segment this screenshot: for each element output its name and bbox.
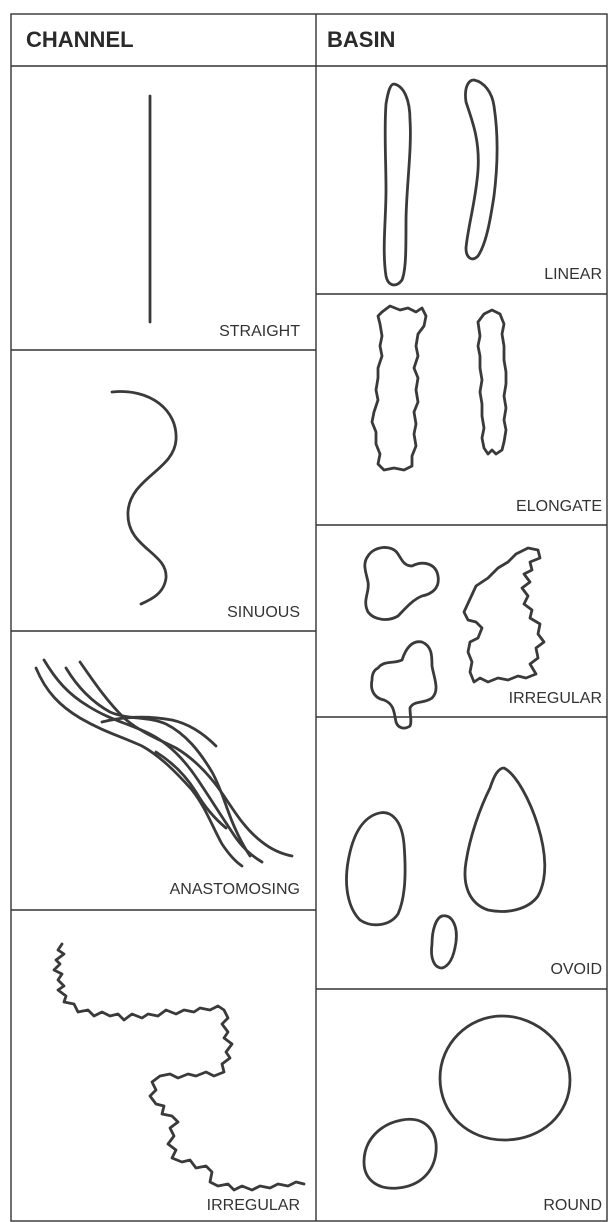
channel-irregular-panel: IRREGULAR [54, 944, 304, 1214]
channel-irregular-label: IRREGULAR [207, 1197, 300, 1214]
channel-anastomosing-panel: ANASTOMOSING [36, 660, 300, 898]
basin-irregular-panel: IRREGULAR [365, 547, 602, 728]
channel-straight-panel: STRAIGHT [150, 96, 300, 340]
basin-irregular-label: IRREGULAR [509, 690, 602, 707]
table-grid [11, 14, 607, 1221]
channel-sinuous-label: SINUOUS [227, 604, 300, 621]
anastomosing-strand-1 [36, 668, 242, 866]
basin-linear-panel: LINEAR [384, 80, 602, 285]
ovoid-basin-shape-1 [347, 813, 406, 925]
linear-basin-shape-2 [465, 80, 497, 259]
elongate-basin-shape-1 [372, 306, 426, 470]
elongate-basin-shape-2 [478, 310, 506, 454]
channel-anastomosing-label: ANASTOMOSING [170, 881, 300, 898]
anastomosing-strand-4 [66, 668, 250, 856]
ovoid-basin-shape-2 [465, 768, 545, 911]
irregular-basin-shape-3 [372, 642, 437, 728]
channel-straight-label: STRAIGHT [219, 323, 300, 340]
irregular-basin-shape-2 [464, 548, 544, 682]
irregular-basin-shape-1 [365, 547, 438, 619]
channel-sinuous-panel: SINUOUS [112, 392, 300, 621]
channel-header: CHANNEL [26, 27, 134, 52]
anastomosing-strand-3 [80, 662, 292, 856]
basin-round-label: ROUND [543, 1197, 602, 1214]
basin-elongate-panel: ELONGATE [372, 306, 602, 515]
linear-basin-shape-1 [384, 84, 410, 285]
basin-header: BASIN [327, 27, 395, 52]
sinuous-channel-shape [112, 392, 176, 604]
basin-elongate-label: ELONGATE [516, 498, 602, 515]
round-basin-shape-1 [440, 1016, 570, 1140]
basin-ovoid-label: OVOID [550, 961, 602, 978]
irregular-channel-shape [54, 944, 304, 1190]
anastomosing-strand-2 [44, 660, 262, 862]
round-basin-shape-2 [364, 1119, 436, 1188]
basin-round-panel: ROUND [364, 1016, 602, 1214]
basin-linear-label: LINEAR [544, 266, 602, 283]
ovoid-basin-shape-3 [431, 916, 456, 968]
basin-ovoid-panel: OVOID [347, 768, 603, 978]
